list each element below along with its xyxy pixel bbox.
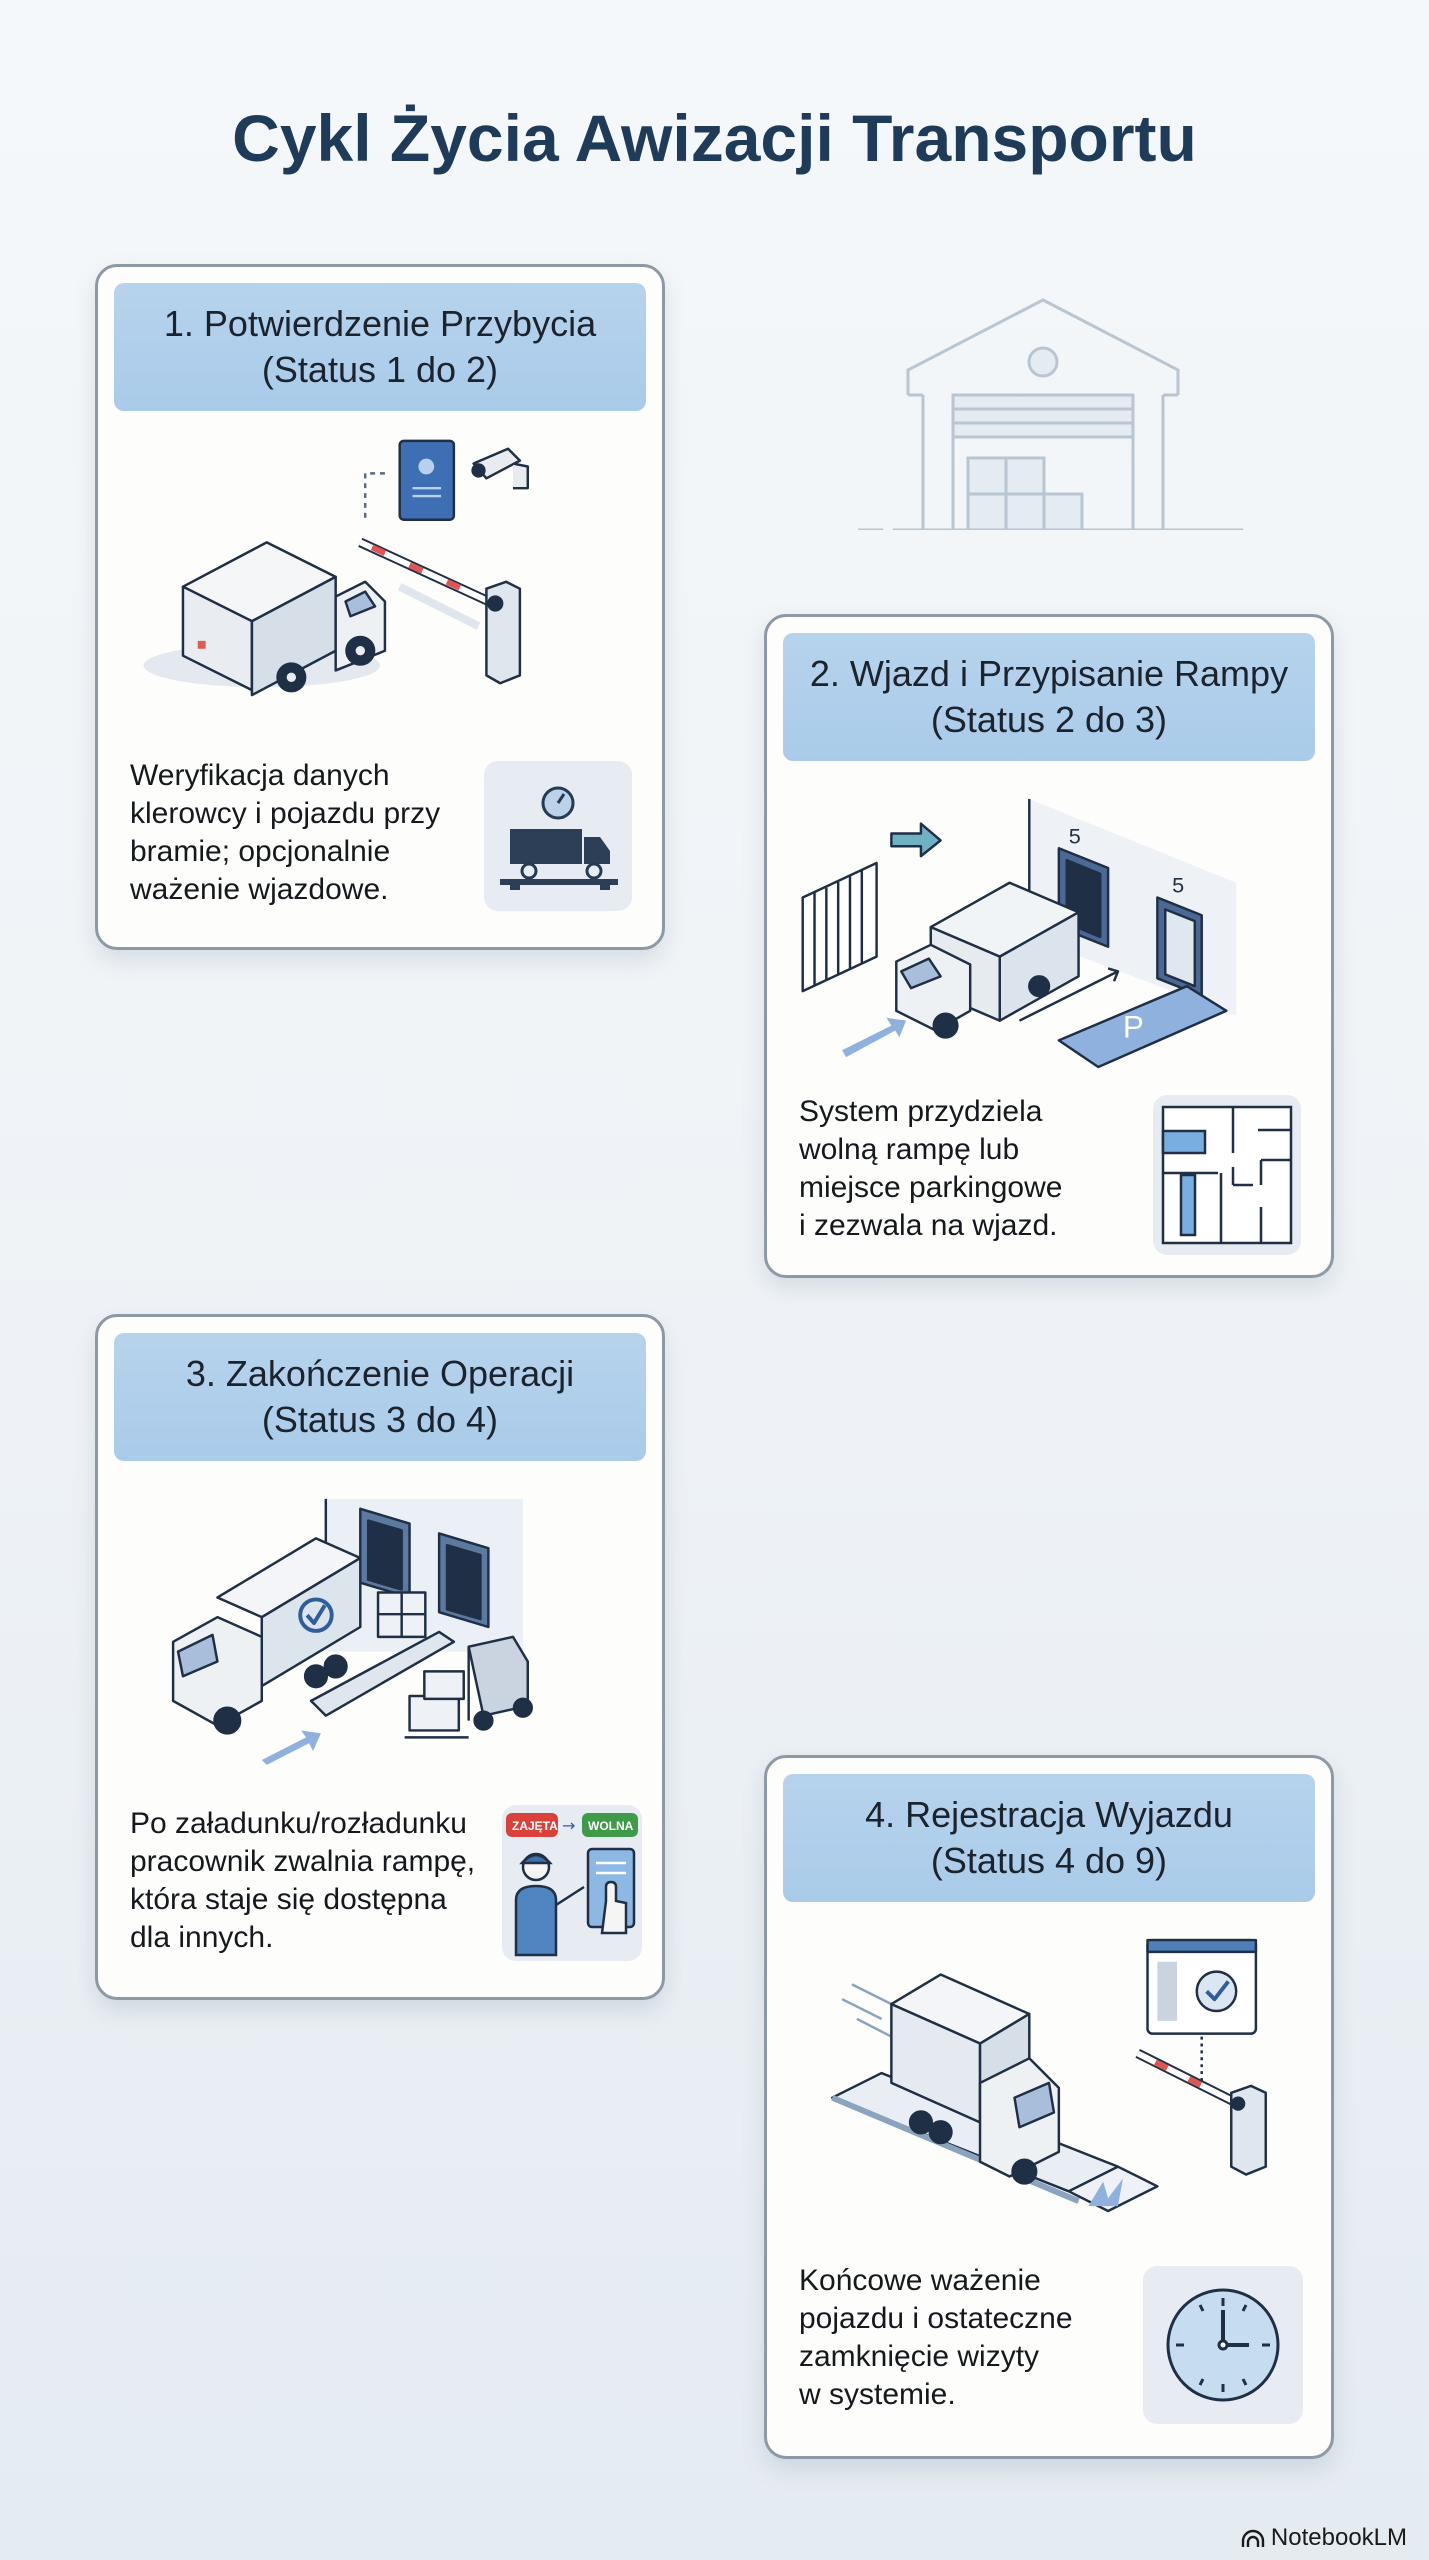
step-1-title: 1. Potwierdzenie Przybycia <box>163 303 597 344</box>
step-2-status-range: (Status 2 do 3) <box>930 699 1168 740</box>
truck-leaving-weighbridge-illustration <box>783 1918 1315 2238</box>
step-3-status-range: (Status 3 do 4) <box>261 1399 499 1440</box>
step-card-2: 2. Wjazd i Przypisanie Rampy (Status 2 d… <box>764 614 1334 1278</box>
notebooklm-logo: NotebookLM <box>1241 2524 1407 2552</box>
step-3-description: Po załadunku/rozładunku pracownik zwalni… <box>130 1807 476 1954</box>
step-3-title: 3. Zakończenie Operacji <box>185 1353 575 1394</box>
svg-text:5: 5 <box>1069 823 1081 848</box>
footer-brand: NotebookLM <box>1270 2524 1407 2551</box>
step-card-4: 4. Rejestracja Wyjazdu (Status 4 do 9) <box>764 1755 1334 2459</box>
svg-text:P: P <box>1123 1008 1144 1044</box>
notebooklm-icon <box>1241 2529 1265 2547</box>
floor-plan-icon <box>1153 1095 1301 1255</box>
step-2-title: 2. Wjazd i Przypisanie Rampy <box>809 653 1289 694</box>
step-3-header: 3. Zakończenie Operacji (Status 3 do 4) <box>114 1333 646 1461</box>
step-2-header: 2. Wjazd i Przypisanie Rampy (Status 2 d… <box>783 633 1315 761</box>
step-1-description: Weryfikacja danych klerowcy i pojazdu pr… <box>130 759 441 906</box>
step-1-header: 1. Potwierdzenie Przybycia (Status 1 do … <box>114 283 646 411</box>
worker-releasing-ramp-icon: ZAJĘTA → WOLNA <box>502 1805 642 1961</box>
step-4-header: 4. Rejestracja Wyjazdu (Status 4 do 9) <box>783 1774 1315 1902</box>
truck-unloading-illustration <box>114 1477 646 1777</box>
svg-text:ZAJĘTA: ZAJĘTA <box>512 1819 558 1833</box>
step-4-description: Końcowe ważenie pojazdu i ostateczne zam… <box>799 2264 1073 2411</box>
truck-entering-docks-illustration: 5 5 P <box>783 787 1315 1077</box>
truck-at-gate-illustration <box>114 417 646 717</box>
step-4-status-range: (Status 4 do 9) <box>930 1840 1168 1881</box>
truck-on-scale-icon <box>484 761 632 911</box>
svg-text:WOLNA: WOLNA <box>588 1819 634 1833</box>
clock-icon <box>1143 2266 1303 2424</box>
svg-text:5: 5 <box>1172 873 1184 898</box>
step-1-status-range: (Status 1 do 2) <box>261 349 499 390</box>
page-title: Cykl Życia Awizacji Transportu <box>232 101 1197 175</box>
step-card-1: 1. Potwierdzenie Przybycia (Status 1 do … <box>95 264 665 950</box>
step-card-3: 3. Zakończenie Operacji (Status 3 do 4) <box>95 1314 665 2000</box>
svg-text:→: → <box>562 1816 575 1835</box>
warehouse-icon <box>828 280 1258 532</box>
step-2-description: System przydziela wolną rampę lub miejsc… <box>799 1095 1063 1242</box>
step-4-title: 4. Rejestracja Wyjazdu <box>865 1794 1233 1835</box>
